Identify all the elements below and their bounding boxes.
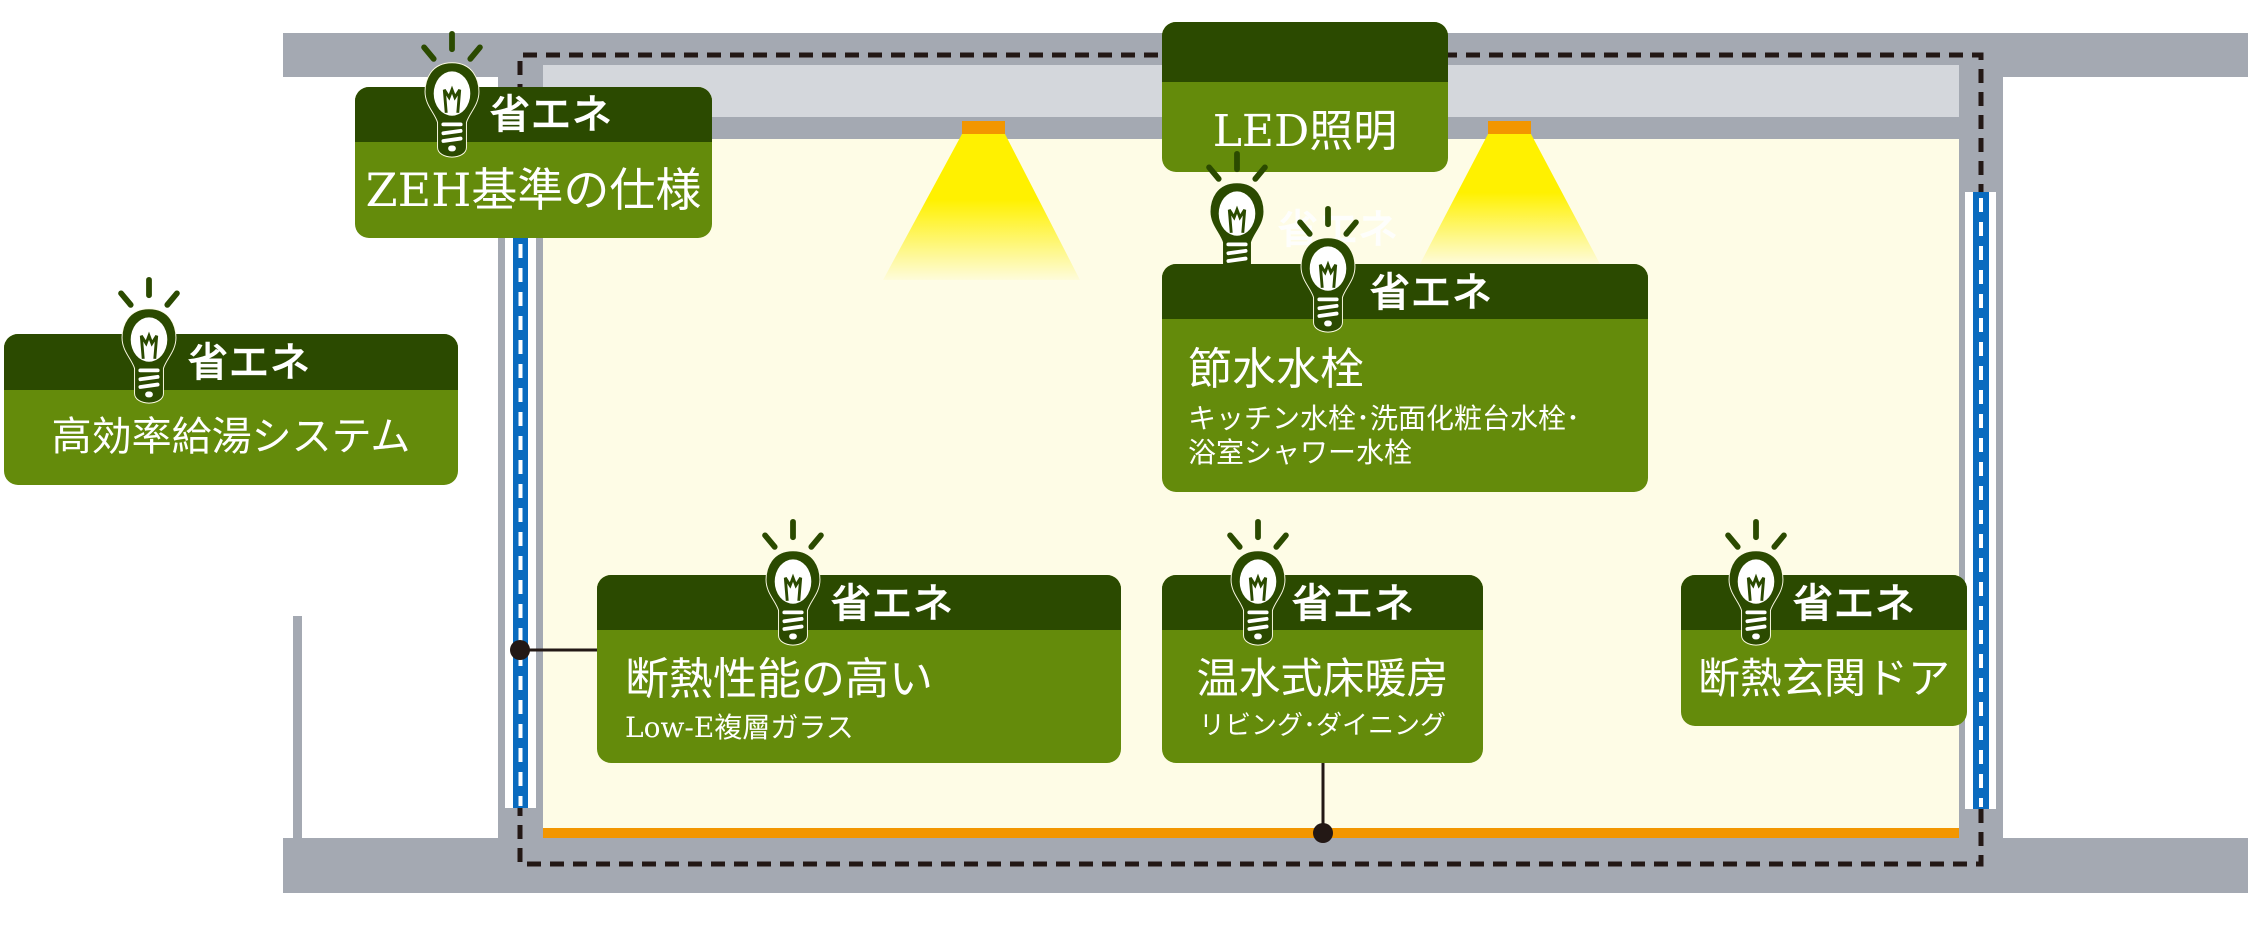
box-title: 温水式床暖房 xyxy=(1196,654,1449,703)
box-title: 節水水栓 xyxy=(1188,344,1364,395)
box-title: LED照明 xyxy=(1212,106,1398,157)
box-subtitle: Low-E複層ガラス xyxy=(625,711,854,744)
badge-label: 省エネ xyxy=(1370,269,1493,316)
light-bulb-icon xyxy=(414,30,490,160)
ceiling-lamp-1 xyxy=(883,121,1080,280)
feature-box-water-faucet: 省エネ 節水水栓 キッチン水栓･洗面化粧台水栓･ 浴室シャワー水栓 xyxy=(1162,264,1648,492)
box-header xyxy=(597,575,1121,630)
badge-label: 省エネ xyxy=(1292,580,1415,627)
feature-box-floor-heating: 省エネ 温水式床暖房 リビング･ダイニング xyxy=(1162,575,1483,763)
insulation-boundary xyxy=(517,52,1984,867)
feature-box-zeh: 省エネ ZEH基準の仕様 xyxy=(355,87,712,238)
feature-box-led: LED照明 xyxy=(1162,22,1448,172)
feature-box-boiler: 省エネ 高効率給湯システム xyxy=(4,334,458,485)
badge-label: 省エネ xyxy=(1793,580,1916,627)
badge-label: 省エネ xyxy=(188,339,311,386)
box-subtitle: リビング･ダイニング xyxy=(1198,711,1446,741)
badge-label: 省エネ xyxy=(831,580,954,627)
box-title: 断熱玄関ドア xyxy=(1697,654,1950,703)
feature-box-lowe-glass: 省エネ 断熱性能の高い Low-E複層ガラス xyxy=(597,575,1121,763)
box-title: 高効率給湯システム xyxy=(51,414,411,460)
light-bulb-icon xyxy=(111,276,187,406)
box-header xyxy=(4,334,458,390)
light-bulb-icon xyxy=(1718,518,1794,648)
box-subtitle-line-1: キッチン水栓･洗面化粧台水栓･ xyxy=(1188,402,1581,435)
box-title: 断熱性能の高い xyxy=(625,654,933,705)
box-title: ZEH基準の仕様 xyxy=(365,163,702,217)
badge-label: 省エネ xyxy=(490,91,613,138)
box-header xyxy=(355,87,712,142)
light-bulb-icon xyxy=(1290,205,1366,335)
ceiling-lamp-2 xyxy=(1420,121,1600,264)
box-subtitle-line-2: 浴室シャワー水栓 xyxy=(1188,436,1413,469)
leader-glass xyxy=(510,640,597,660)
leader-floor-heating xyxy=(1313,763,1333,843)
right-window xyxy=(1965,192,1996,809)
left-window xyxy=(505,190,536,808)
box-header xyxy=(1162,575,1483,630)
box-header xyxy=(1681,575,1967,630)
light-bulb-icon xyxy=(755,518,831,648)
box-header xyxy=(1162,264,1648,319)
light-bulb-icon xyxy=(1199,150,1275,280)
feature-box-entrance-door: 省エネ 断熱玄関ドア xyxy=(1681,575,1967,726)
floor-heating-strip xyxy=(543,828,1959,838)
box-header xyxy=(1162,22,1448,82)
exterior-post xyxy=(293,616,302,838)
light-bulb-icon xyxy=(1220,518,1296,648)
